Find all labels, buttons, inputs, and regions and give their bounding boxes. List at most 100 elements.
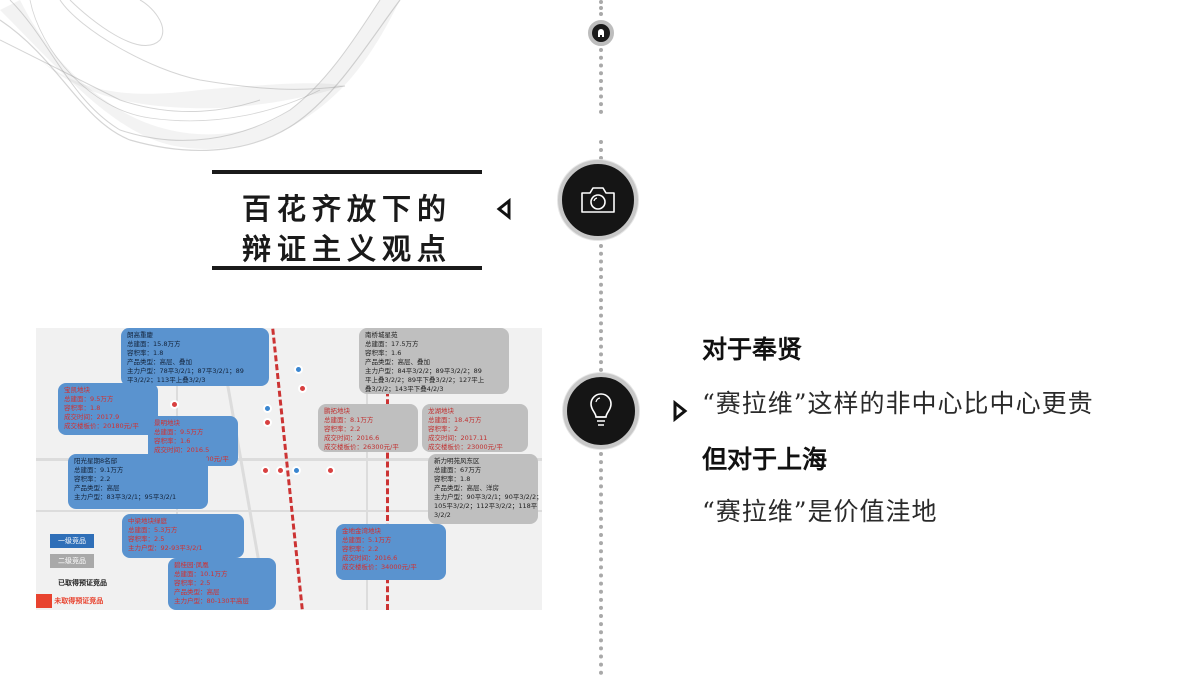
bubble-line: 成交楼板价：23000元/平 bbox=[428, 443, 503, 451]
bubble-line: 总建面：9.5万方 bbox=[64, 395, 114, 403]
bubble-line: 产品类型：高层 bbox=[174, 588, 220, 596]
bubble-line: 105平3/2/2；112平3/2/2；118平 bbox=[434, 502, 538, 510]
map-pin bbox=[292, 466, 301, 475]
bubble-line: 龙湖地块 bbox=[428, 407, 454, 415]
timeline-node-lightbulb bbox=[563, 373, 639, 449]
bubble-line: 景明地块 bbox=[154, 419, 180, 427]
bubble-line: 宝凯地块 bbox=[64, 386, 90, 394]
map-pin bbox=[170, 400, 179, 409]
bubble-line: 主力户型：83平3/2/1；95平3/2/1 bbox=[74, 493, 177, 501]
bubble-line: 主力户型：78平3/2/1；87平3/2/1；89 bbox=[127, 367, 244, 375]
map-pin bbox=[298, 384, 307, 393]
bubble-line: 金地金湾地块 bbox=[342, 527, 381, 535]
bubble-line: 阳光星期8名邸 bbox=[74, 457, 118, 465]
bubble-line: 产品类型：高层 bbox=[74, 484, 120, 492]
bubble-line: 容积率：1.8 bbox=[127, 349, 164, 357]
section-title: 百花齐放下的 辩证主义观点 bbox=[212, 170, 482, 270]
point-1-body: “赛拉维”这样的非中心比中心更贵 bbox=[702, 389, 1094, 418]
map-road bbox=[36, 458, 542, 461]
map-bubble: 宝凯地块 总建面：9.5万方 容积率：1.8 成交时间：2017.9 成交楼板价… bbox=[58, 383, 158, 435]
timeline-dots bbox=[599, 452, 603, 675]
map-bubble: 朗高重慶 总建面：15.8万方 容积率：1.8 产品类型：高层、叠加 主力户型：… bbox=[121, 328, 269, 386]
bubble-line: 容积率：1.8 bbox=[434, 475, 471, 483]
bubble-line: 总建面：5.1万方 bbox=[342, 536, 392, 544]
bubble-line: 容积率：1.6 bbox=[365, 349, 402, 357]
map-legend: 一级竞品 bbox=[50, 534, 94, 548]
bubble-line: 产品类型：高层、洋房 bbox=[434, 484, 499, 492]
map-bubble: 新力明苑风东区 总建面：67万方 容积率：1.8 产品类型：高层、洋房 主力户型… bbox=[428, 454, 542, 524]
map-legend: 未取得预证竞品 bbox=[36, 594, 103, 608]
bubble-line: 主力户型：92-93平3/2/1 bbox=[128, 544, 203, 552]
triangle-right-icon bbox=[673, 400, 688, 422]
bubble-line: 主力户型：80-130平高层 bbox=[174, 597, 250, 605]
legend-secondary: 二级竞品 bbox=[50, 554, 94, 568]
bubble-line: 成交时间：2017.9 bbox=[64, 413, 120, 421]
bubble-line: 总建面：10.1万方 bbox=[174, 570, 228, 578]
bubble-line: 容积率：1.6 bbox=[154, 437, 191, 445]
title-bottom-rule bbox=[212, 266, 482, 270]
timeline-node-small bbox=[588, 20, 614, 46]
map-boundary-line bbox=[386, 328, 389, 610]
bubble-line: 鹏拓地块 bbox=[324, 407, 350, 415]
point-2-heading: 但对于上海 bbox=[702, 445, 828, 474]
timeline-dots bbox=[599, 140, 603, 160]
legend-presale-not-obtained: 未取得预证竞品 bbox=[54, 597, 104, 605]
title-line-1: 百花齐放下的 bbox=[241, 192, 452, 226]
map-road bbox=[366, 328, 368, 610]
bubble-line: 成交楼板价：20180元/平 bbox=[64, 422, 139, 430]
bubble-line: 主力户型：90平3/2/1；90平3/2/2； bbox=[434, 493, 542, 501]
bubble-line: 平上叠3/2/2；89平下叠3/2/2；127平上 bbox=[365, 376, 485, 384]
bubble-line: 朗高重慶 bbox=[127, 331, 153, 339]
legend-primary: 一级竞品 bbox=[50, 534, 94, 548]
bubble-line: 总建面：18.4万方 bbox=[428, 416, 482, 424]
bubble-line: 产品类型：高层、叠加 bbox=[127, 358, 192, 366]
legend-presale-obtained: 已取得预证竞品 bbox=[58, 579, 107, 587]
bubble-line: 产品类型：高层、叠加 bbox=[365, 358, 430, 366]
map-bubble: 金地金湾地块 总建面：5.1万方 容积率：2.2 成交时间：2016.6 成交楼… bbox=[336, 524, 446, 580]
small-dot-icon bbox=[598, 29, 604, 37]
bubble-line: 总建面：9.1万方 bbox=[74, 466, 124, 474]
point-2-body: “赛拉维”是价值洼地 bbox=[702, 497, 938, 526]
timeline-dots bbox=[599, 48, 603, 114]
timeline bbox=[598, 0, 604, 675]
bubble-line: 总建面：67万方 bbox=[434, 466, 482, 474]
bubble-line: 中梁地块绿庭 bbox=[128, 517, 167, 525]
bubble-line: 容积率：2.5 bbox=[174, 579, 211, 587]
bubble-line: 成交时间：2017.11 bbox=[428, 434, 488, 442]
map-pin bbox=[261, 466, 270, 475]
title-line-2: 辩证主义观点 bbox=[241, 232, 452, 266]
triangle-left-icon bbox=[496, 198, 511, 220]
bubble-line: 成交时间：2016.5 bbox=[154, 446, 210, 454]
bubble-line: 主力户型：84平3/2/2；89平3/2/2；89 bbox=[365, 367, 482, 375]
bubble-line: 总建面：15.8万方 bbox=[127, 340, 181, 348]
lightbulb-icon bbox=[590, 393, 612, 426]
map-legend: 二级竞品 bbox=[50, 554, 94, 568]
competitor-map-image: 朗高重慶 总建面：15.8万方 容积率：1.8 产品类型：高层、叠加 主力户型：… bbox=[36, 328, 542, 610]
bubble-line: 平3/2/2；113平上叠3/2/3 bbox=[127, 376, 206, 384]
bubble-line: 容积率：2.2 bbox=[324, 425, 361, 433]
map-bubble: 龙湖地块 总建面：18.4万方 容积率：2 成交时间：2017.11 成交楼板价… bbox=[422, 404, 528, 452]
bubble-line: 3/2/2 bbox=[434, 511, 451, 519]
bubble-line: 总建面：17.5万方 bbox=[365, 340, 419, 348]
point-1-heading: 对于奉贤 bbox=[702, 335, 803, 364]
timeline-dots bbox=[599, 244, 603, 372]
smoke-decoration bbox=[0, 0, 401, 152]
bubble-line: 容积率：2.5 bbox=[128, 535, 165, 543]
map-pin bbox=[326, 466, 335, 475]
map-bubble: 鹏拓地块 总建面：8.1万方 容积率：2.2 成交时间：2016.6 成交楼板价… bbox=[318, 404, 418, 452]
bubble-line: 容积率：2.2 bbox=[342, 545, 379, 553]
map-road bbox=[36, 510, 542, 512]
map-pin bbox=[276, 466, 285, 475]
bubble-line: 成交时间：2016.6 bbox=[324, 434, 380, 442]
bubble-line: 成交楼板价：34000元/平 bbox=[342, 563, 417, 571]
title-top-rule bbox=[212, 170, 482, 174]
bubble-line: 总建面：9.5万方 bbox=[154, 428, 204, 436]
bubble-line: 容积率：2.2 bbox=[74, 475, 111, 483]
map-bubble: 中梁地块绿庭 总建面：5.3万方 容积率：2.5 主力户型：92-93平3/2/… bbox=[122, 514, 244, 558]
bubble-line: 容积率：2 bbox=[428, 425, 459, 433]
bubble-line: 新力明苑风东区 bbox=[434, 457, 480, 465]
map-pin bbox=[263, 404, 272, 413]
timeline-node-camera bbox=[558, 160, 638, 240]
camera-icon bbox=[581, 187, 615, 213]
timeline-dots bbox=[599, 0, 603, 16]
